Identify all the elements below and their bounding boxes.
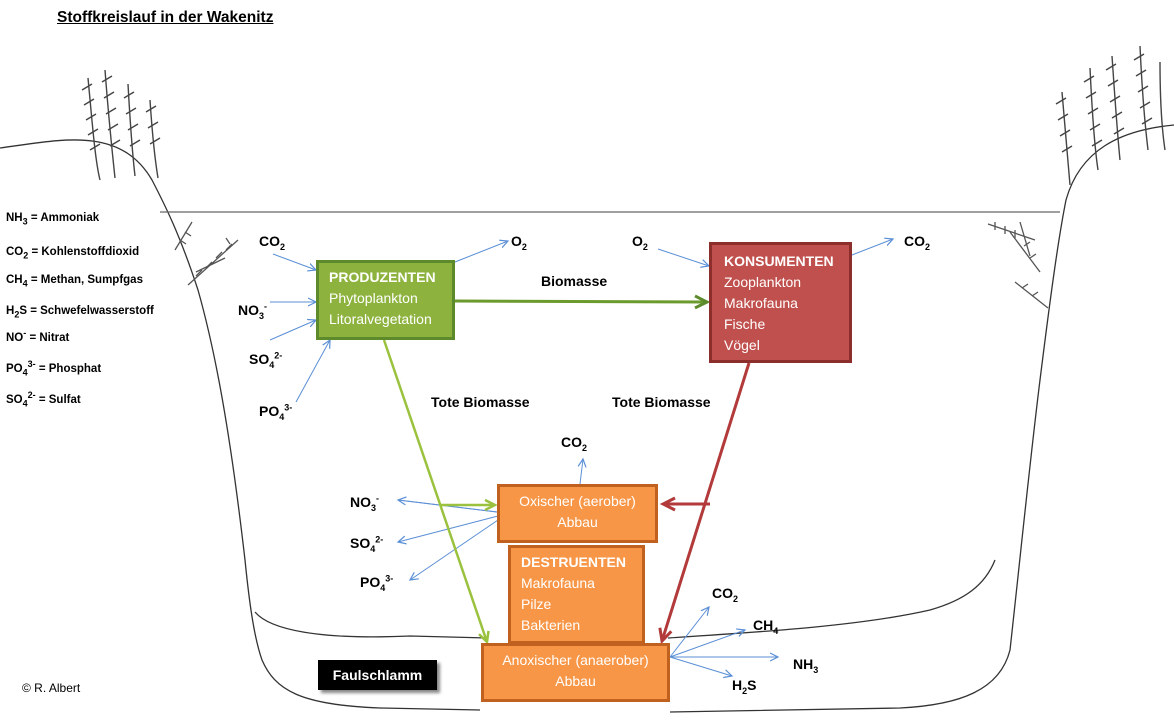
- reed-left: [81, 69, 161, 181]
- legend-h2s: H2S = Schwefelwasserstoff: [6, 305, 154, 320]
- consumers-item: Vögel: [724, 337, 760, 353]
- legend-po4: PO43- = Phosphat: [6, 359, 102, 378]
- producers-item: Phytoplankton: [329, 290, 418, 306]
- legend-nh3: NH3 = Ammoniak: [6, 212, 100, 227]
- chem-so4-producer-input: SO42-: [249, 350, 283, 370]
- decomposers-box: DESTRUENTEN Makrofauna Pilze Bakterien: [508, 545, 645, 644]
- anoxic-decomposition-box: Anoxischer (anaerober) Abbau: [481, 643, 670, 702]
- label-biomass: Biomasse: [541, 273, 608, 289]
- decomposers-heading: DESTRUENTEN: [521, 554, 627, 570]
- legend-so4: SO42- = Sulfat: [6, 390, 81, 409]
- chem-po4-producer-input: PO43-: [259, 402, 293, 422]
- chem-co2-oxic-output: CO2: [561, 434, 588, 453]
- legend-no3: NO- = Nitrat: [6, 328, 70, 344]
- consumers-item: Makrofauna: [724, 295, 798, 311]
- biomass-flow: [454, 301, 707, 302]
- copyright: © R. Albert: [22, 681, 81, 695]
- decomposers-item: Makrofauna: [521, 575, 595, 591]
- consumers-item: Zooplankton: [724, 274, 802, 290]
- chem-o2-consumer-input: O2: [632, 233, 648, 252]
- reed-right: [1055, 45, 1166, 186]
- aquatic-plant-left: [174, 221, 239, 286]
- consumers-item: Fische: [724, 316, 766, 332]
- chem-no3-oxic: NO3-: [350, 493, 380, 513]
- producers-box: PRODUZENTEN Phytoplankton Litoralvegetat…: [316, 260, 455, 340]
- aquatic-plant-right: [987, 221, 1049, 309]
- oxic-decomposition-box: Oxischer (aerober) Abbau: [497, 484, 658, 543]
- consumers-box: KONSUMENTEN Zooplankton Makrofauna Fisch…: [709, 242, 852, 363]
- decomposers-item: Bakterien: [521, 617, 581, 633]
- anoxic-line2: Abbau: [555, 673, 596, 689]
- label-dead-biomass-right: Tote Biomasse: [612, 394, 711, 410]
- producers-heading: PRODUZENTEN: [329, 269, 436, 285]
- producers-item: Litoralvegetation: [329, 311, 432, 327]
- chem-o2-producer-output: O2: [511, 233, 527, 252]
- decomposers-item: Pilze: [521, 596, 552, 612]
- chem-h2s-anoxic: H2S: [732, 677, 757, 696]
- legend-ch4: CH4 = Methan, Sumpfgas: [6, 274, 143, 289]
- chem-nh3-anoxic: NH3: [793, 656, 819, 675]
- consumers-heading: KONSUMENTEN: [724, 253, 834, 269]
- chem-po4-oxic: PO43-: [360, 573, 394, 593]
- dead-biomass-producer-flow: [382, 339, 490, 645]
- gas-arrows: [269, 239, 893, 676]
- faulschlamm-label: Faulschlamm: [318, 660, 437, 690]
- chem-co2-anoxic: CO2: [712, 585, 739, 604]
- chem-so4-oxic: SO42-: [350, 534, 384, 554]
- chem-no3-producer-input: NO3-: [238, 301, 268, 321]
- legend-co2: CO2 = Kohlenstoffdioxid: [6, 246, 140, 261]
- chem-co2-consumer-output: CO2: [904, 233, 931, 252]
- oxic-line2: Abbau: [557, 514, 598, 530]
- page-title: Stoffkreislauf in der Wakenitz: [57, 9, 274, 26]
- chem-co2-producer-input: CO2: [259, 233, 286, 252]
- chem-ch4-anoxic: CH4: [753, 617, 779, 636]
- oxic-line1: Oxischer (aerober): [519, 493, 636, 509]
- label-dead-biomass-left: Tote Biomasse: [431, 394, 530, 410]
- dead-biomass-consumer-flow: [662, 362, 751, 641]
- anoxic-line1: Anoxischer (anaerober): [502, 652, 649, 668]
